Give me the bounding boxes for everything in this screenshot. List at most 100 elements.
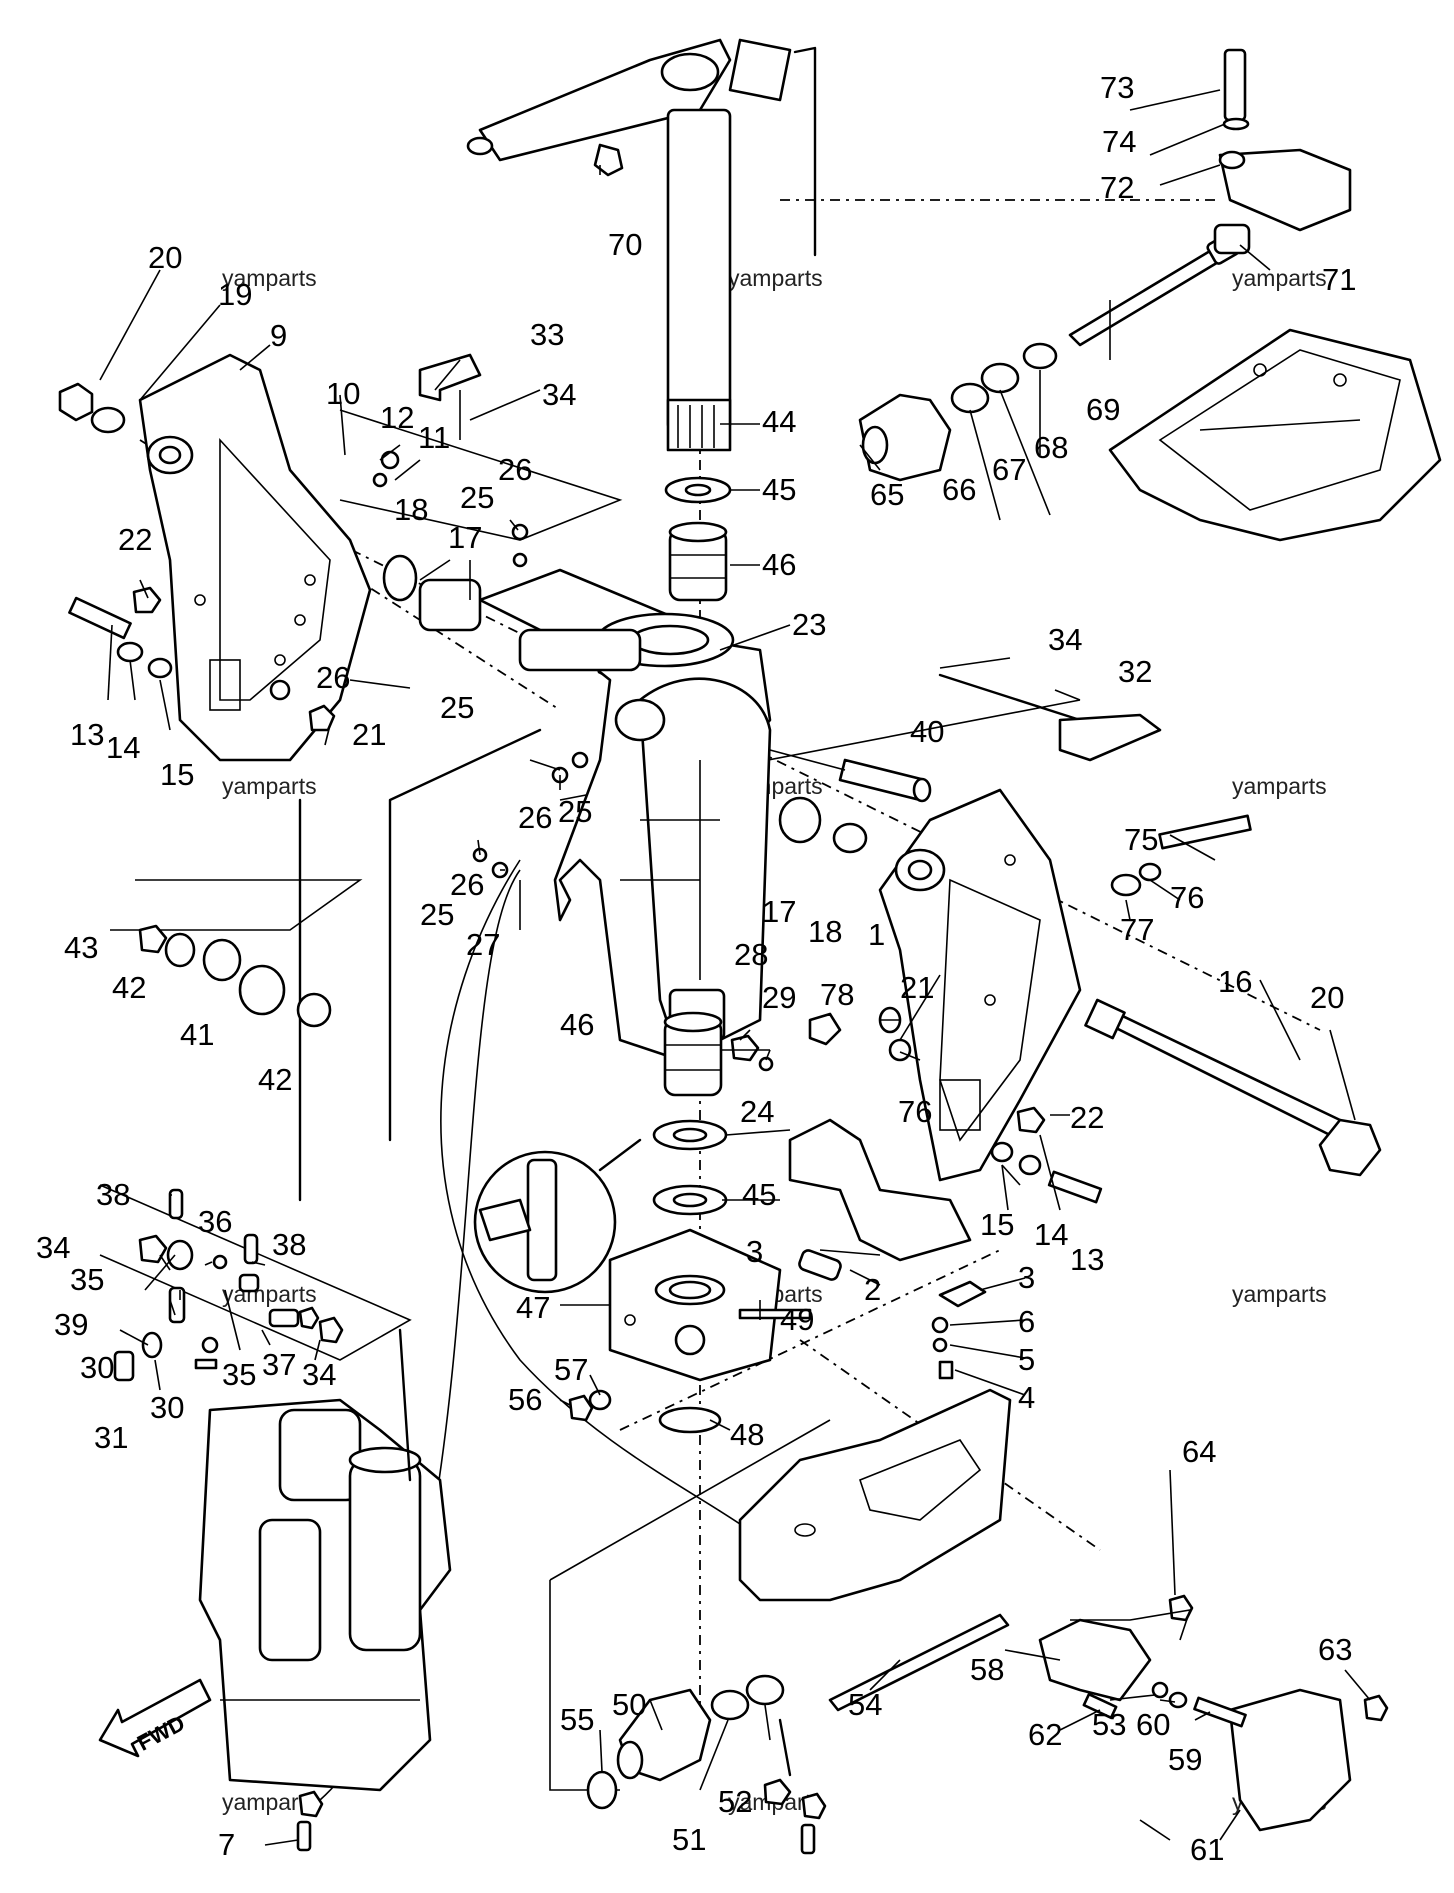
callout-42: 42 <box>112 970 146 1005</box>
callout-18: 18 <box>808 914 842 949</box>
washer-74 <box>1222 117 1250 131</box>
clamp-bracket-left <box>138 353 372 762</box>
callout-6: 6 <box>1018 1304 1035 1339</box>
upper-casing <box>1108 328 1442 542</box>
watermark: yamparts <box>1232 773 1327 799</box>
callout-41: 41 <box>180 1017 214 1052</box>
callout-46: 46 <box>762 547 796 582</box>
lower-casing <box>738 1388 1012 1602</box>
callout-50: 50 <box>612 1687 646 1722</box>
callout-31: 31 <box>94 1420 128 1455</box>
watermark: yamparts <box>1232 265 1327 291</box>
callout-76: 76 <box>898 1094 932 1129</box>
callout-27: 27 <box>466 927 500 962</box>
callout-25: 25 <box>558 794 592 829</box>
callout-49: 49 <box>780 1302 814 1337</box>
callout-1: 1 <box>868 917 885 952</box>
clamp-bracket-right <box>878 788 1082 1182</box>
callout-34: 34 <box>36 1230 70 1265</box>
bolt-73 <box>1223 48 1247 122</box>
callout-22: 22 <box>1070 1100 1104 1135</box>
callout-13: 13 <box>70 717 104 752</box>
callout-25: 25 <box>420 897 454 932</box>
callout-77: 77 <box>1120 912 1154 947</box>
callout-52: 52 <box>718 1784 752 1819</box>
callout-34: 34 <box>1048 622 1082 657</box>
callout-13: 13 <box>1070 1242 1104 1277</box>
callout-12: 12 <box>380 400 414 435</box>
callout-32: 32 <box>1118 654 1152 689</box>
callout-34: 34 <box>542 377 576 412</box>
callout-65: 65 <box>870 477 904 512</box>
detail-magnifier <box>473 1138 642 1294</box>
washer-51 <box>710 1689 750 1721</box>
callout-10: 10 <box>326 376 360 411</box>
callout-71: 71 <box>1322 262 1356 297</box>
callout-28: 28 <box>734 937 768 972</box>
tilt-pin <box>1084 998 1382 1177</box>
callout-44: 44 <box>762 404 796 439</box>
callout-7: 7 <box>218 1827 235 1862</box>
callout-33: 33 <box>530 317 564 352</box>
callout-numbers: 20 19 9 10 12 11 33 34 26 25 18 17 22 26… <box>36 70 1356 1867</box>
callout-15: 15 <box>160 757 194 792</box>
callout-70: 70 <box>608 227 642 262</box>
washer-67 <box>980 362 1020 394</box>
callout-22: 22 <box>118 522 152 557</box>
callout-62: 62 <box>1028 1717 1062 1752</box>
callout-57: 57 <box>554 1352 588 1387</box>
trim-tilt-unit <box>198 1328 452 1792</box>
callout-46: 46 <box>560 1007 594 1042</box>
callout-66: 66 <box>942 472 976 507</box>
callout-16: 16 <box>1218 964 1252 999</box>
callout-17: 17 <box>762 894 796 929</box>
callout-4: 4 <box>1018 1380 1035 1415</box>
callout-59: 59 <box>1168 1742 1202 1777</box>
callout-45: 45 <box>742 1177 776 1212</box>
watermark: yamparts <box>222 773 317 799</box>
steering-column <box>666 108 732 452</box>
steering-bracket <box>608 1228 782 1382</box>
bushing-46-lower <box>663 1011 723 1097</box>
callout-24: 24 <box>740 1094 774 1129</box>
callout-35: 35 <box>70 1262 104 1297</box>
callout-64: 64 <box>1182 1434 1216 1469</box>
callout-40: 40 <box>910 714 944 749</box>
callout-78: 78 <box>820 977 854 1012</box>
callout-26: 26 <box>316 660 350 695</box>
callout-29: 29 <box>762 980 796 1015</box>
callout-74: 74 <box>1102 124 1136 159</box>
callout-26: 26 <box>518 800 552 835</box>
callout-48: 48 <box>730 1417 764 1452</box>
callout-43: 43 <box>64 930 98 965</box>
watermark: yamparts <box>728 265 823 291</box>
callout-9: 9 <box>270 318 287 353</box>
callout-11: 11 <box>418 420 450 455</box>
callout-15: 15 <box>980 1207 1014 1242</box>
callout-68: 68 <box>1034 430 1068 465</box>
callout-38: 38 <box>272 1227 306 1262</box>
washer-66 <box>950 382 990 414</box>
callout-3: 3 <box>1018 1260 1035 1295</box>
callout-45: 45 <box>762 472 796 507</box>
callout-20: 20 <box>1310 980 1344 1015</box>
small-hardware <box>58 382 1389 1855</box>
washer-48 <box>658 1406 722 1434</box>
callout-21: 21 <box>900 970 934 1005</box>
callout-38: 38 <box>96 1177 130 1212</box>
callout-14: 14 <box>1034 1217 1068 1252</box>
callout-55: 55 <box>560 1702 594 1737</box>
callout-60: 60 <box>1136 1707 1170 1742</box>
callout-56: 56 <box>508 1382 542 1417</box>
washer-52 <box>745 1674 785 1706</box>
callout-75: 75 <box>1124 822 1158 857</box>
rod-32 <box>938 673 1162 762</box>
callout-51: 51 <box>672 1822 706 1857</box>
callout-25: 25 <box>460 480 494 515</box>
watermark: yamparts <box>222 1281 317 1307</box>
callout-54: 54 <box>848 1687 882 1722</box>
callout-76: 76 <box>1170 880 1204 915</box>
leader-lines <box>99 89 1371 1846</box>
callout-63: 63 <box>1318 1632 1352 1667</box>
